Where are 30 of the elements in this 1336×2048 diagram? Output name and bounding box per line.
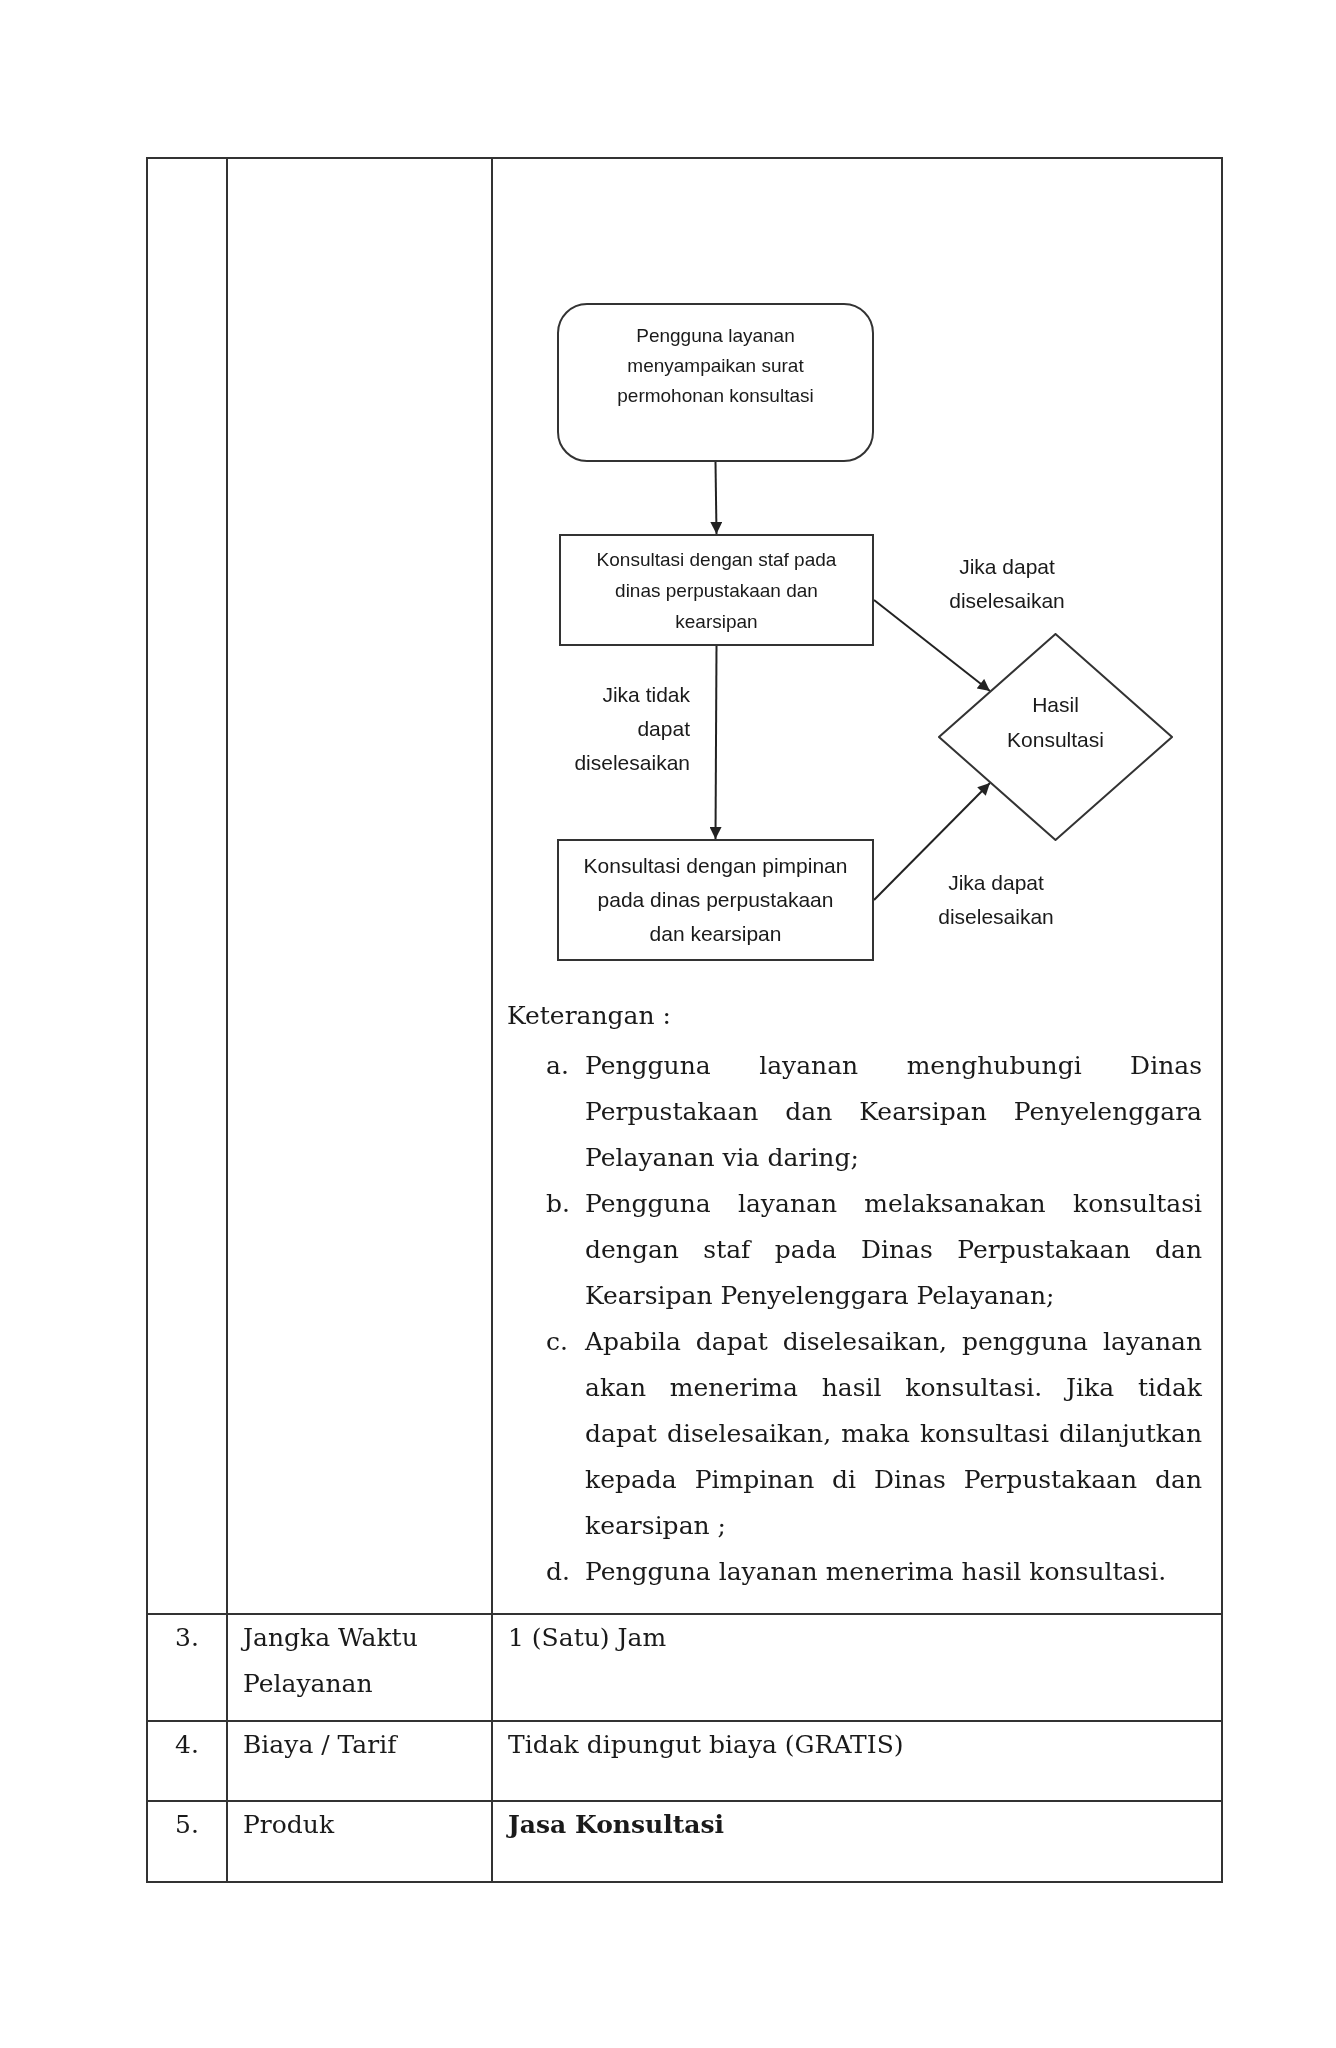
arrow [709,645,722,840]
list-marker: b. [546,1188,571,1220]
arrow [873,599,991,693]
list-item-text: Apabila dapat diselesaikan, pengguna layanan akan menerima hasil konsultasi. Jika tidak dapat diselesaikan, maka konsultasi dilanjutkan kepada Pimpinan di Dinas Perpustakaan dan kearsipan ; [585,1326,1202,1542]
row-number: 5. [174,1809,200,1841]
arrow [710,461,723,535]
process-box [557,839,874,961]
rounded-process-box [557,303,874,462]
list-item-text: Pengguna layanan melaksanakan konsultasi dengan staf pada Dinas Perpustakaan dan Kearsipan Penyelenggara Pelayanan; [585,1188,1202,1312]
list-item-text: Pengguna layanan menerima hasil konsultasi. [585,1556,1168,1588]
node-text: Konsultasi dengan pimpinan pada dinas perpustakaan dan kearsipan [582,853,849,947]
field-value: Tidak dipungut biaya (GRATIS) [508,1729,904,1761]
node-text: Hasil Konsultasi [1006,692,1105,753]
field-value: Jasa Konsultasi [508,1809,725,1841]
field-name: Produk [243,1809,335,1841]
list-marker: a. [546,1050,570,1082]
process-box [559,534,874,646]
list-marker: d. [546,1556,571,1588]
list-marker: c. [546,1326,569,1358]
node-text: Konsultasi dengan staf pada dinas perpustakaan dan kearsipan [595,547,838,634]
row-number: 3. [174,1622,200,1654]
node-text: Pengguna layanan menyampaikan surat permohonan konsultasi [616,324,815,408]
field-value: 1 (Satu) Jam [508,1622,667,1654]
field-name: Jangka Waktu Pelayanan [243,1622,419,1700]
decision-diamond [938,633,1173,841]
field-name: Biaya / Tarif [243,1729,397,1761]
list-item-text: Pengguna layanan menghubungi Dinas Perpustakaan dan Kearsipan Penyelenggara Pelayanan via daring; [585,1050,1202,1174]
arrow [873,781,991,901]
row-number: 4. [174,1729,200,1761]
notes-heading: Keterangan : [507,1000,671,1032]
